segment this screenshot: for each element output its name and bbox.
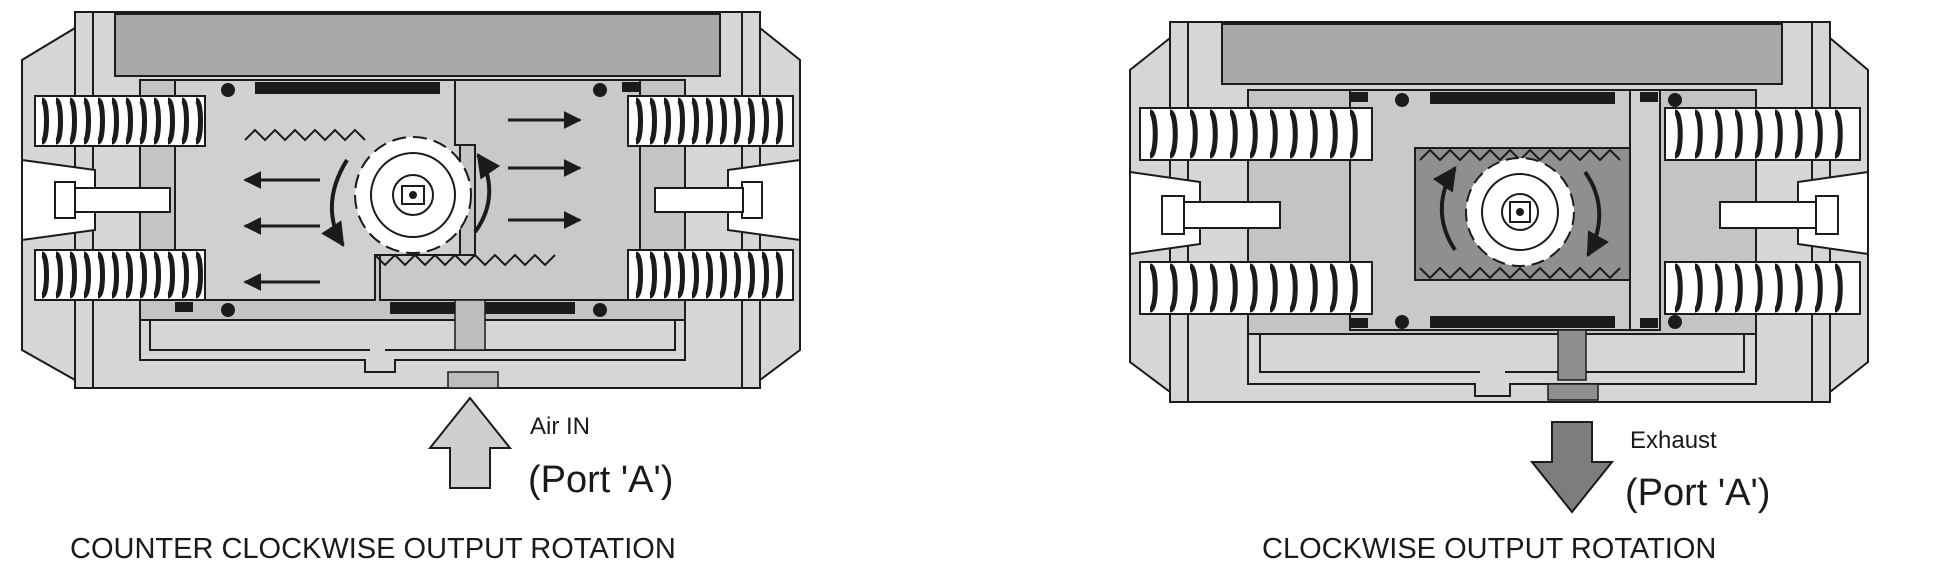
- left-rotation-arrow-ccw-2: [473, 153, 501, 234]
- exhaust-arrow: [1529, 421, 1615, 514]
- right-port-label: (Port 'A'): [1625, 472, 1770, 514]
- right-spring-left-bottom: [1139, 261, 1373, 315]
- left-stop-screw-right: [654, 158, 801, 242]
- left-spring-right-bottom: [627, 249, 794, 301]
- left-spring-left-top: [34, 95, 206, 147]
- left-piston-motion-arrows: [243, 111, 582, 291]
- right-air-passage: [1247, 334, 1757, 397]
- left-stop-screw-left: [21, 158, 171, 242]
- left-air-passage: [139, 320, 686, 373]
- right-spring-right-bottom: [1664, 261, 1861, 315]
- left-rotation-arrow-ccw: [321, 158, 349, 248]
- left-flow-label: Air IN: [530, 413, 590, 440]
- left-top-cap: [114, 13, 721, 77]
- right-actuator: Exhaust (Port 'A') CLOCKWISE OUTPUT ROTA…: [1129, 21, 1869, 565]
- right-flow-label: Exhaust: [1630, 427, 1717, 454]
- right-caption: CLOCKWISE OUTPUT ROTATION: [1262, 533, 1716, 565]
- right-stop-screw-left: [1129, 170, 1281, 256]
- right-rotation-arrow-cw-2: [1583, 170, 1610, 258]
- left-actuator: Air IN (Port 'A') COUNTER CLOCKWISE OUTP…: [21, 11, 801, 565]
- air-in-arrow: [427, 396, 513, 489]
- right-spring-right-top: [1664, 107, 1861, 161]
- left-port-label: (Port 'A'): [528, 459, 673, 501]
- left-pinion-gear: [354, 136, 472, 254]
- right-spring-left-top: [1139, 107, 1373, 161]
- left-spring-left-bottom: [34, 249, 206, 301]
- right-pinion-gear: [1465, 157, 1575, 267]
- left-spring-right-top: [627, 95, 794, 147]
- right-rotation-arrow-cw: [1432, 166, 1457, 252]
- left-caption: COUNTER CLOCKWISE OUTPUT ROTATION: [70, 533, 676, 565]
- right-stop-screw-right: [1719, 170, 1869, 256]
- right-top-cap: [1221, 23, 1783, 85]
